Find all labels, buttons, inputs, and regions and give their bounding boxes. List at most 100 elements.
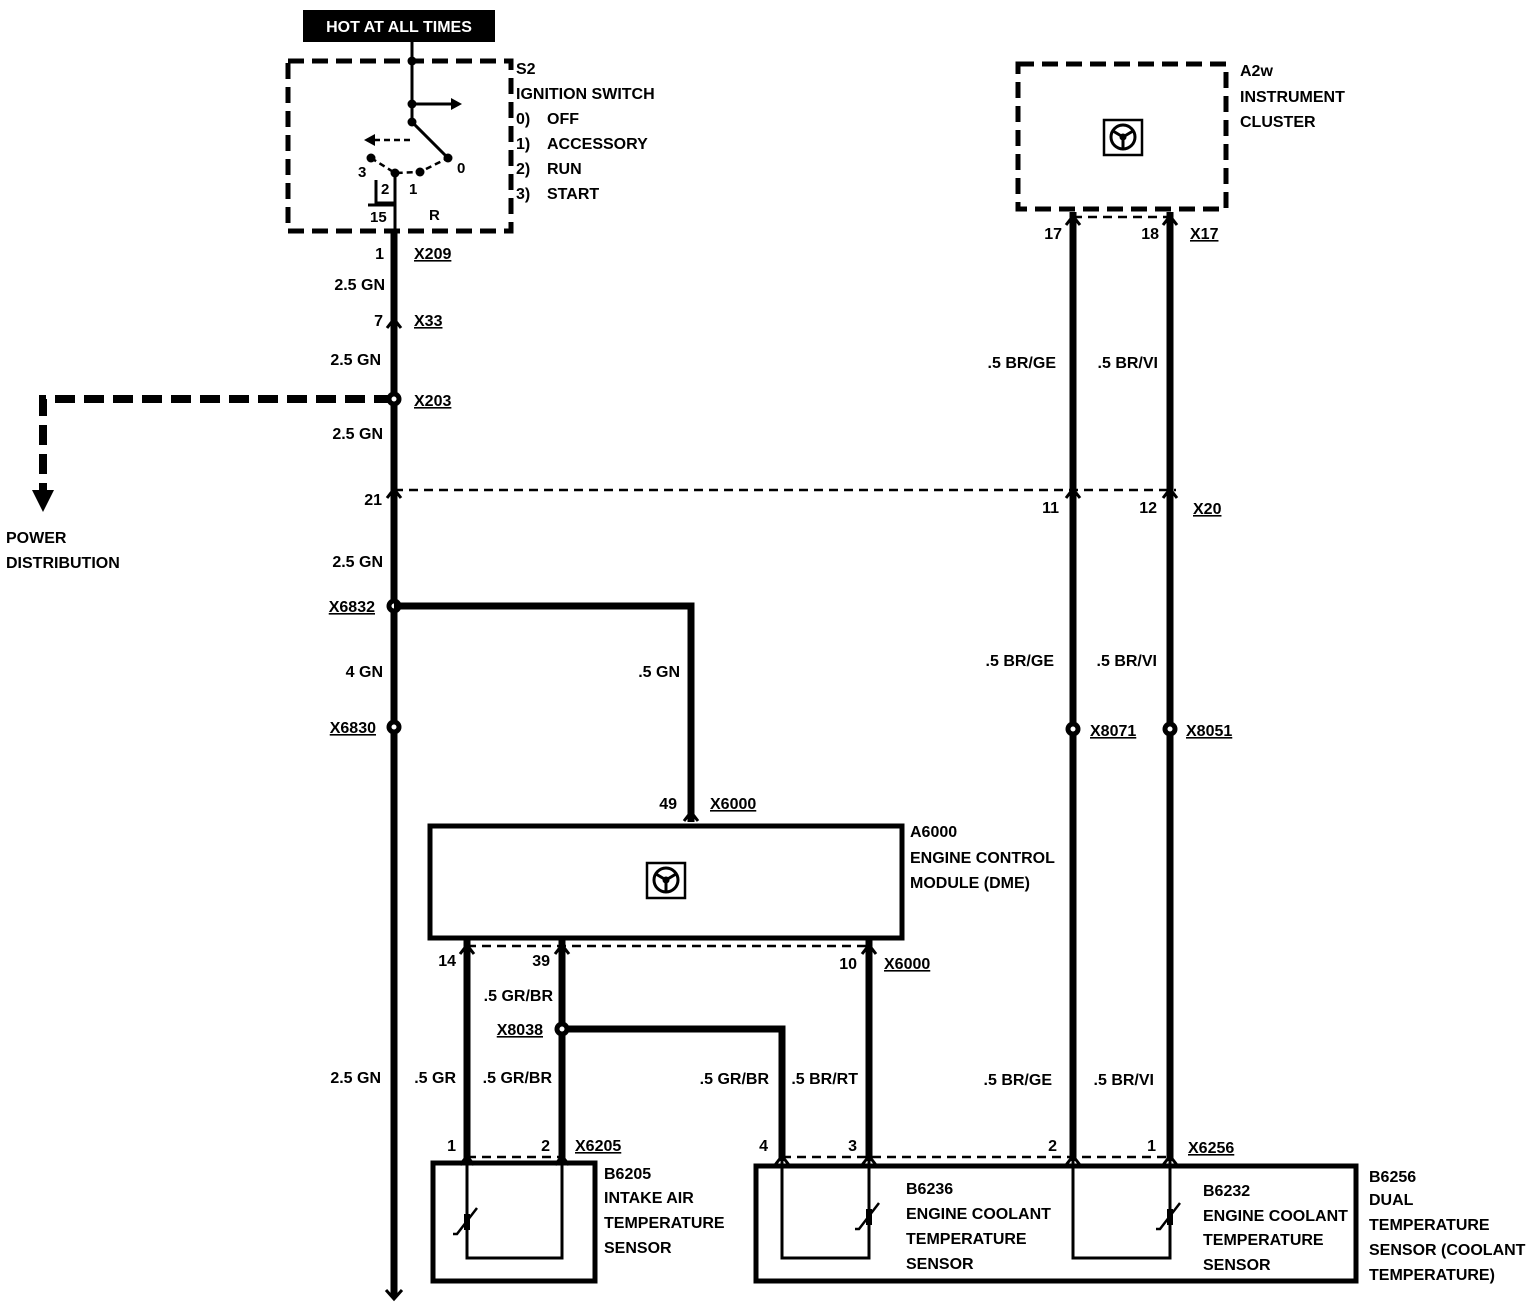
connector-x6000-pin49-chevron bbox=[682, 809, 700, 822]
coolant-sensor-b6232: B6232 ENGINE COOLANT TEMPERATURE SENSOR bbox=[1071, 1160, 1348, 1274]
sensor-b6256-name-line-3: SENSOR (COOLANT bbox=[1369, 1242, 1526, 1259]
sensor-b6232-name-line-3: SENSOR bbox=[1203, 1257, 1271, 1274]
terminal-1-label: 1 bbox=[409, 181, 417, 198]
wire-ecm-feed-label: .5 GN bbox=[638, 664, 680, 681]
connector-x6256-pin-1: 1 bbox=[1147, 1138, 1156, 1155]
ignition-switch: 3 2 1 0 15 R S2 IGNITION SWITCH 0) OFF 1… bbox=[285, 42, 655, 234]
control-unit-icon bbox=[645, 861, 687, 900]
switch-position-0-num: 0) bbox=[516, 111, 530, 128]
connector-x6000-pin-49: 49 bbox=[659, 796, 677, 813]
splice-x203-name: X203 bbox=[414, 393, 451, 410]
splice-x8051 bbox=[1162, 721, 1178, 737]
ecm-name-line-2: MODULE (DME) bbox=[910, 875, 1030, 892]
ignition-switch-name: IGNITION SWITCH bbox=[516, 86, 655, 103]
splice-x8051-name: X8051 bbox=[1186, 723, 1232, 740]
sensor-b6256-name-line-4: TEMPERATURE) bbox=[1369, 1267, 1495, 1284]
connector-x6205-name: X6205 bbox=[575, 1138, 621, 1155]
hot-banner-box bbox=[303, 10, 495, 42]
connector-x20-pin-12: 12 bbox=[1139, 500, 1157, 517]
wire-br-vi-label-1: .5 BR/VI bbox=[1098, 355, 1158, 372]
connector-x6256-pin1-chevron bbox=[1161, 1153, 1179, 1166]
intake-air-temperature-sensor: B6205 INTAKE AIR TEMPERATURE SENSOR bbox=[430, 1160, 725, 1284]
connector-x6256-pin-3: 3 bbox=[848, 1138, 857, 1155]
thermistor-icon bbox=[453, 1207, 478, 1236]
switch-input-dot bbox=[407, 56, 417, 66]
sensor-b6205-name-line-2: TEMPERATURE bbox=[604, 1215, 725, 1232]
ignition-switch-id: S2 bbox=[516, 61, 536, 78]
switch-direction-arrowhead bbox=[451, 98, 462, 110]
ignition-switch-box bbox=[285, 58, 514, 234]
connector-x6000-bottom-name: X6000 bbox=[884, 956, 930, 973]
switch-position-2-label: RUN bbox=[547, 161, 582, 178]
dual-temperature-sensor: B6236 ENGINE COOLANT TEMPERATURE SENSOR … bbox=[753, 1160, 1526, 1284]
connector-x209-name: X209 bbox=[414, 246, 451, 263]
connector-x6000-pin-14: 14 bbox=[438, 953, 456, 970]
connector-x6000-pin39-chevron bbox=[553, 942, 571, 955]
sensor-b6205-name-line-3: SENSOR bbox=[604, 1240, 672, 1257]
wire-main-label-5: 4 GN bbox=[346, 664, 383, 681]
wire-br-vi-label-2: .5 BR/VI bbox=[1097, 653, 1157, 670]
switch-position-0-label: OFF bbox=[547, 111, 579, 128]
sensor-b6232-name-line-2: TEMPERATURE bbox=[1203, 1232, 1324, 1249]
connector-x6205-pin-2: 2 bbox=[541, 1138, 550, 1155]
wire-br-ge-label-3: .5 BR/GE bbox=[984, 1072, 1053, 1089]
splice-x6830-name: X6830 bbox=[330, 720, 376, 737]
switch-position-3-num: 3) bbox=[516, 186, 530, 203]
switch-position-1-num: 1) bbox=[516, 136, 530, 153]
wire-pin39-lower-label: .5 GR/BR bbox=[483, 1070, 553, 1087]
thermistor-icon bbox=[855, 1202, 880, 1231]
connector-x20-name: X20 bbox=[1193, 501, 1222, 518]
connector-x20-pin-21: 21 bbox=[364, 492, 382, 509]
sensor-b6232-name-line-1: ENGINE COOLANT bbox=[1203, 1208, 1348, 1225]
connector-x33-chevron bbox=[385, 316, 403, 329]
hot-at-all-times-banner: HOT AT ALL TIMES bbox=[303, 10, 495, 42]
wire-x8038-branch-label: .5 GR/BR bbox=[700, 1071, 770, 1088]
connector-x17-name: X17 bbox=[1190, 226, 1219, 243]
power-distribution-arrowhead bbox=[32, 490, 54, 512]
connector-x209-pin: 1 bbox=[375, 246, 384, 263]
connector-x6000-pin-10: 10 bbox=[839, 956, 857, 973]
wire-pin10-label: .5 BR/RT bbox=[791, 1071, 858, 1088]
splice-x8038-name: X8038 bbox=[497, 1022, 543, 1039]
switch-contact-arc bbox=[370, 156, 449, 175]
switch-contact-0 bbox=[443, 153, 453, 163]
switch-contact-1 bbox=[415, 167, 425, 177]
connector-x20-pin12-chevron bbox=[1161, 486, 1179, 499]
sensor-b6236-name-line-2: TEMPERATURE bbox=[906, 1231, 1027, 1248]
terminal-2-label: 2 bbox=[381, 181, 389, 198]
sensor-connectors: 1 2 X6205 4 3 2 1 X6256 bbox=[447, 1138, 1234, 1166]
switch-arm bbox=[410, 120, 450, 160]
connector-x6256-pin3-chevron bbox=[860, 1153, 878, 1166]
terminal-15-label: 15 bbox=[370, 209, 387, 226]
ecm-name-line-1: ENGINE CONTROL bbox=[910, 850, 1055, 867]
sensor-b6232-id: B6232 bbox=[1203, 1183, 1250, 1200]
sensor-b6256-name-line-2: TEMPERATURE bbox=[1369, 1217, 1490, 1234]
sensor-b6205-circuit bbox=[465, 1160, 564, 1260]
wire-br-ge-label-2: .5 BR/GE bbox=[986, 653, 1055, 670]
connector-x20-pin-11: 11 bbox=[1042, 500, 1059, 517]
sensor-b6236-name-line-3: SENSOR bbox=[906, 1256, 974, 1273]
splice-x8071 bbox=[1065, 721, 1081, 737]
switch-contact-3 bbox=[366, 153, 376, 163]
ecm-box bbox=[427, 823, 905, 941]
wire-main-label-2: 2.5 GN bbox=[330, 352, 381, 369]
switch-rotation-arrowhead bbox=[364, 134, 375, 146]
connector-x6000-pin14-chevron bbox=[458, 942, 476, 955]
splice-x6832-name: X6832 bbox=[329, 599, 375, 616]
wire-main-label-4: 2.5 GN bbox=[332, 554, 383, 571]
thermistor-icon bbox=[1156, 1202, 1181, 1231]
connector-x17-pin-18: 18 bbox=[1141, 226, 1159, 243]
ecm-id: A6000 bbox=[910, 824, 957, 841]
connector-x17-pin17-chevron bbox=[1064, 213, 1082, 226]
terminal-r-label: R bbox=[429, 207, 440, 224]
wire-x8038-branch-gr-br bbox=[562, 1025, 786, 1161]
instrument-cluster-id: A2w bbox=[1240, 63, 1273, 80]
connector-x6256-name: X6256 bbox=[1188, 1140, 1234, 1157]
ecm-output-wires: 14 39 10 X6000 .5 GR/BR X8038 .5 GR .5 G… bbox=[414, 940, 930, 1161]
wire-pin14-label: .5 GR bbox=[414, 1070, 456, 1087]
connector-x17-pin-17: 17 bbox=[1044, 226, 1062, 243]
wire-ecm-feed-gn bbox=[394, 602, 695, 822]
splice-x8071-name: X8071 bbox=[1090, 723, 1136, 740]
sensor-b6205-name-line-1: INTAKE AIR bbox=[604, 1190, 694, 1207]
